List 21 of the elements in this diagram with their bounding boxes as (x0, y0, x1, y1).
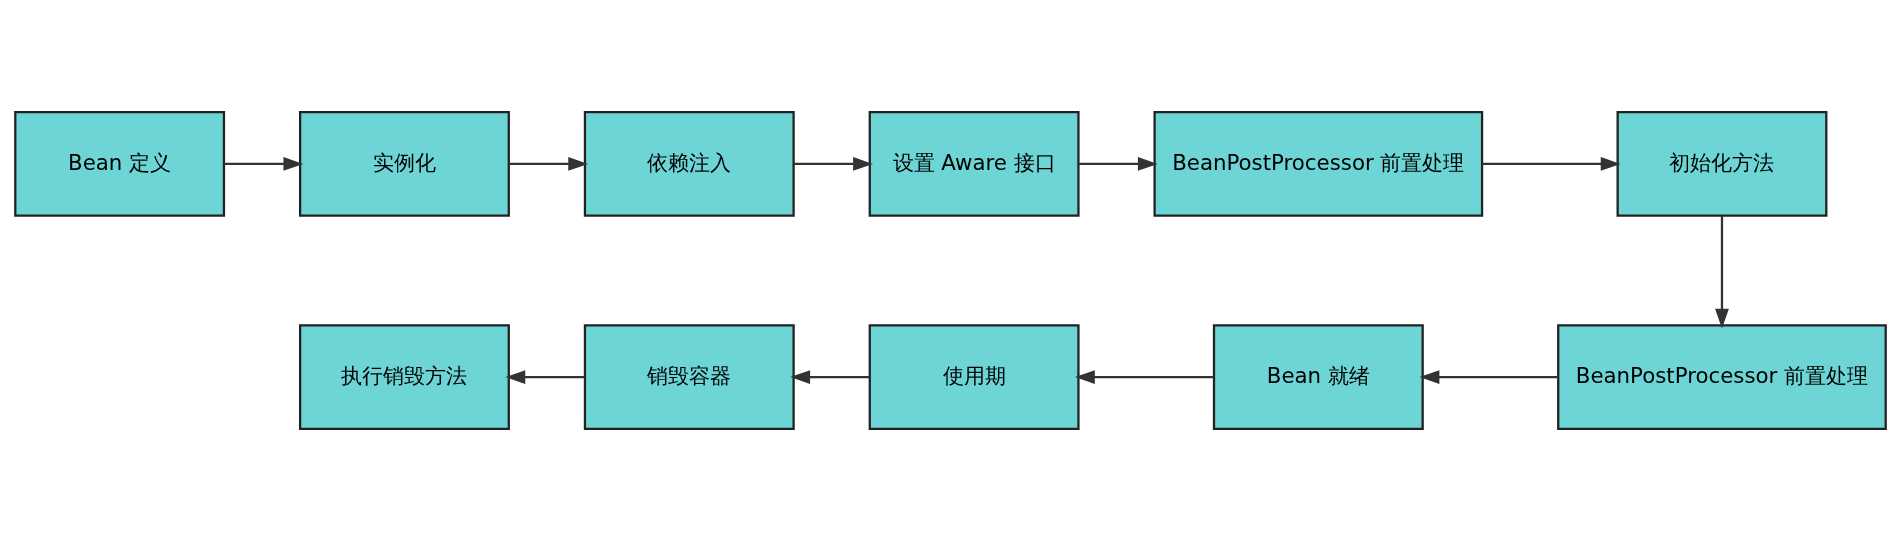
arrow (790, 370, 870, 385)
node-box: 实例化 (299, 110, 510, 217)
node-box: 销毁容器 (583, 324, 795, 431)
node-box: 设置 Aware 接口 (868, 110, 1080, 217)
arrow (793, 156, 873, 171)
node-box: 执行销毁方法 (299, 324, 510, 431)
arrow (1078, 156, 1158, 171)
node-box: BeanPostProcessor 前置处理 (1557, 324, 1887, 431)
node-box: 依赖注入 (583, 110, 795, 217)
node-box: Bean 就绪 (1212, 324, 1424, 431)
arrow (508, 156, 589, 171)
arrow (1419, 370, 1559, 385)
node-box: 初始化方法 (1616, 110, 1828, 217)
arrow (1482, 156, 1621, 171)
arrow (1715, 216, 1729, 329)
node-box: Bean 定义 (14, 110, 226, 217)
arrow (505, 370, 585, 385)
node-box: BeanPostProcessor 前置处理 (1153, 110, 1484, 217)
arrow (1075, 370, 1214, 385)
arrow (224, 156, 304, 171)
node-box: 使用期 (868, 324, 1080, 431)
